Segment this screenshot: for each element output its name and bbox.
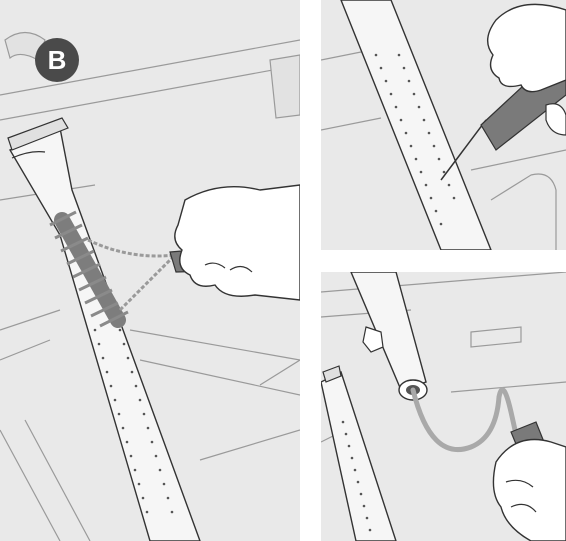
burner-tube [321, 366, 396, 541]
hand-holding-brush [170, 185, 300, 300]
main-illustration-panel: B [0, 0, 300, 541]
burner-tube [8, 118, 200, 541]
brush-cleaning-illustration [0, 0, 300, 541]
wire-brush [50, 212, 175, 326]
hand-holding-nozzle [493, 422, 566, 541]
grill-outline-lines [321, 272, 566, 442]
air-hose-panel [321, 272, 566, 541]
port-pick-illustration [321, 0, 566, 250]
port-pick-panel [321, 0, 566, 250]
burner-tube [341, 0, 491, 250]
detached-burner-tube [351, 272, 427, 400]
step-badge: B [35, 38, 79, 82]
air-hose-illustration [321, 272, 566, 541]
